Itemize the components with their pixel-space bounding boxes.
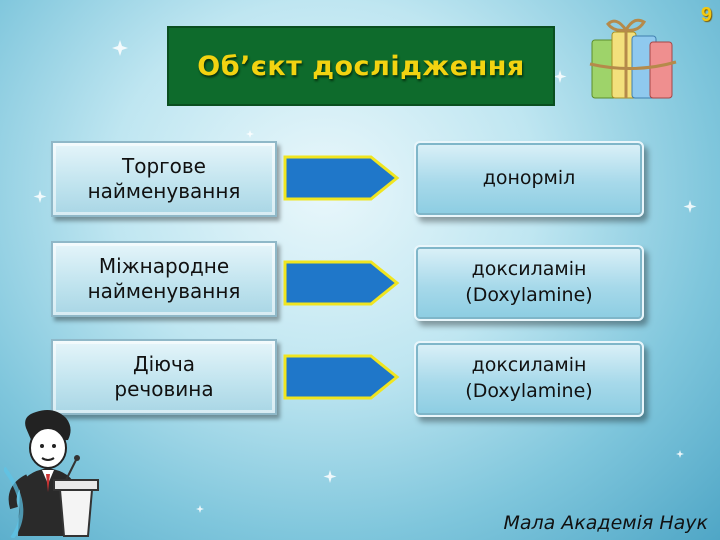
row-value-trade-name: донорміл	[414, 141, 644, 217]
row-label-active-substance: Діюча речовина	[51, 339, 277, 415]
row-label-trade-name: Торгове найменування	[51, 141, 277, 217]
row-label-international-name: Міжнародне найменування	[51, 241, 277, 317]
arrow-right-icon	[283, 260, 400, 306]
arrow-right-icon	[283, 155, 400, 201]
title-banner: Об’єкт дослідження	[167, 26, 555, 106]
page-title: Об’єкт дослідження	[197, 50, 525, 82]
arrow-right-icon	[283, 354, 400, 400]
footer-organization: Мала Академія Наук	[503, 512, 708, 534]
row-value-international-name: доксиламін (Doxylamine)	[414, 245, 644, 321]
row-value-active-substance: доксиламін (Doxylamine)	[414, 341, 644, 417]
lecturer-at-podium-icon	[4, 410, 99, 538]
slide-number: 9	[700, 4, 712, 26]
books-icon	[589, 18, 677, 99]
